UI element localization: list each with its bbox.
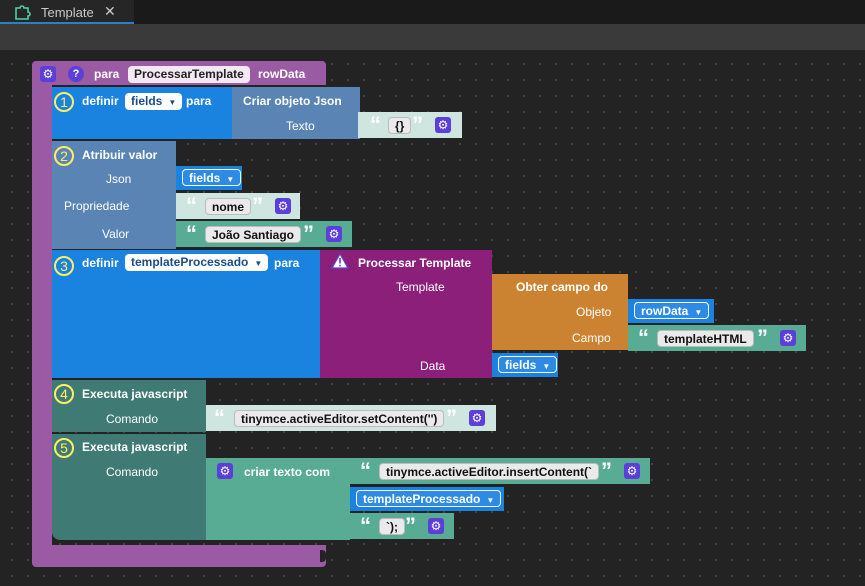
open-quote-icon: “ [360,513,371,538]
gear-icon[interactable]: ⚙ [780,330,796,346]
para-label-3: para [274,256,300,270]
texto-label: Texto [286,119,315,133]
step-number-5: 5 [54,438,74,458]
variable-dropdown-fields[interactable]: fields ▼ [182,169,242,186]
property-value[interactable]: nome [205,198,252,215]
puzzle-icon [15,5,31,20]
create-text-title: criar texto com [244,465,331,479]
variable-dropdown-templateprocessado[interactable]: templateProcessado ▼ [125,254,269,271]
part3-value[interactable]: `); [379,518,405,535]
create-json-title: Criar objeto Json [243,94,342,108]
gear-icon[interactable]: ⚙ [469,410,485,426]
process-template-block[interactable] [320,250,492,378]
execute-js-block-5[interactable] [52,434,206,540]
step-number-4: 4 [54,384,74,404]
open-quote-icon: “ [186,193,197,218]
chevron-down-icon: ▼ [542,362,551,371]
definir-label-1: definir [82,94,119,108]
close-quote-icon: ” [446,405,457,430]
part1-value[interactable]: tinymce.activeEditor.insertContent(` [379,463,600,480]
gear-icon[interactable]: ⚙ [624,463,640,479]
chevron-down-icon: ▼ [486,496,495,505]
para-label-1: para [186,94,212,108]
connector-notch [320,550,326,562]
variable-name: templateProcessado [131,255,249,269]
variable-name: rowData [641,304,689,318]
chevron-down-icon: ▼ [694,308,703,317]
template-label: Template [396,280,445,294]
property-label: Propriedade [64,199,130,213]
valor-value[interactable]: João Santiago [205,226,302,243]
gear-icon[interactable]: ⚙ [435,117,451,133]
chevron-down-icon: ▼ [168,98,177,107]
open-quote-icon: “ [186,221,197,246]
variable-name: templateProcessado [363,492,481,506]
step-number-3: 3 [54,256,74,276]
chevron-down-icon: ▼ [254,259,263,268]
variable-dropdown-fields[interactable]: fields ▼ [125,93,183,110]
function-name-field[interactable]: ProcessarTemplate [128,66,250,83]
get-field-block[interactable] [492,274,628,350]
open-quote-icon: “ [370,112,381,137]
variable-name: fields [505,358,537,372]
variable-name: fields [131,94,163,108]
gear-icon[interactable]: ⚙ [40,66,56,82]
variable-dropdown-templateprocessado[interactable]: templateProcessado ▼ [356,490,502,507]
execute-js-title-4: Executa javascript [82,387,188,401]
get-field-title: Obter campo do [516,280,609,294]
function-param: rowData [258,67,306,81]
json-label: Json [106,172,132,186]
chevron-down-icon: ▼ [226,175,235,184]
close-quote-icon: ” [252,193,263,218]
set-variable-block-3[interactable] [52,250,320,378]
tab-title: Template [41,5,94,20]
close-quote-icon: ” [757,325,768,350]
valor-label: Valor [102,227,130,241]
close-quote-icon: ” [303,221,314,246]
func-para-label: para [94,67,120,81]
variable-name: fields [189,171,221,185]
campo-value[interactable]: templateHTML [657,330,754,347]
gear-icon[interactable]: ⚙ [217,463,233,479]
comando-value-4[interactable]: tinymce.activeEditor.setContent('') [234,410,445,427]
comando-label-4: Comando [106,412,159,426]
function-block-footer [32,545,326,567]
variable-dropdown-fields[interactable]: fields ▼ [498,356,558,373]
tab-bar: Template ✕ [0,0,865,24]
gear-icon[interactable]: ⚙ [275,198,291,214]
step-number-1: 1 [54,92,74,112]
close-quote-icon: ” [412,112,423,137]
close-quote-icon: ” [601,458,612,483]
variable-dropdown-rowdata[interactable]: rowData ▼ [634,302,710,319]
warning-icon[interactable] [331,253,349,269]
tab-template[interactable]: Template ✕ [0,0,134,24]
step-number-2: 2 [54,146,74,166]
campo-label: Campo [572,331,611,345]
execute-js-block-4[interactable] [52,380,206,432]
process-template-title: Processar Template [358,256,472,270]
execute-js-title-5: Executa javascript [82,440,188,454]
create-json-block[interactable] [232,87,360,139]
open-quote-icon: “ [214,405,225,430]
open-quote-icon: “ [360,458,371,483]
toolbar [0,24,865,50]
gear-icon[interactable]: ⚙ [326,226,342,242]
close-icon[interactable]: ✕ [104,3,116,19]
set-property-title: Atribuir valor [82,148,158,162]
help-icon[interactable]: ? [68,66,84,82]
close-quote-icon: ” [405,513,416,538]
definir-label-3: definir [82,256,119,270]
objeto-label: Objeto [576,305,612,319]
open-quote-icon: “ [638,325,649,350]
comando-label-5: Comando [106,465,159,479]
function-block-body [32,85,52,545]
data-label: Data [420,359,446,373]
text-value-json[interactable]: {} [388,117,412,134]
gear-icon[interactable]: ⚙ [428,518,444,534]
